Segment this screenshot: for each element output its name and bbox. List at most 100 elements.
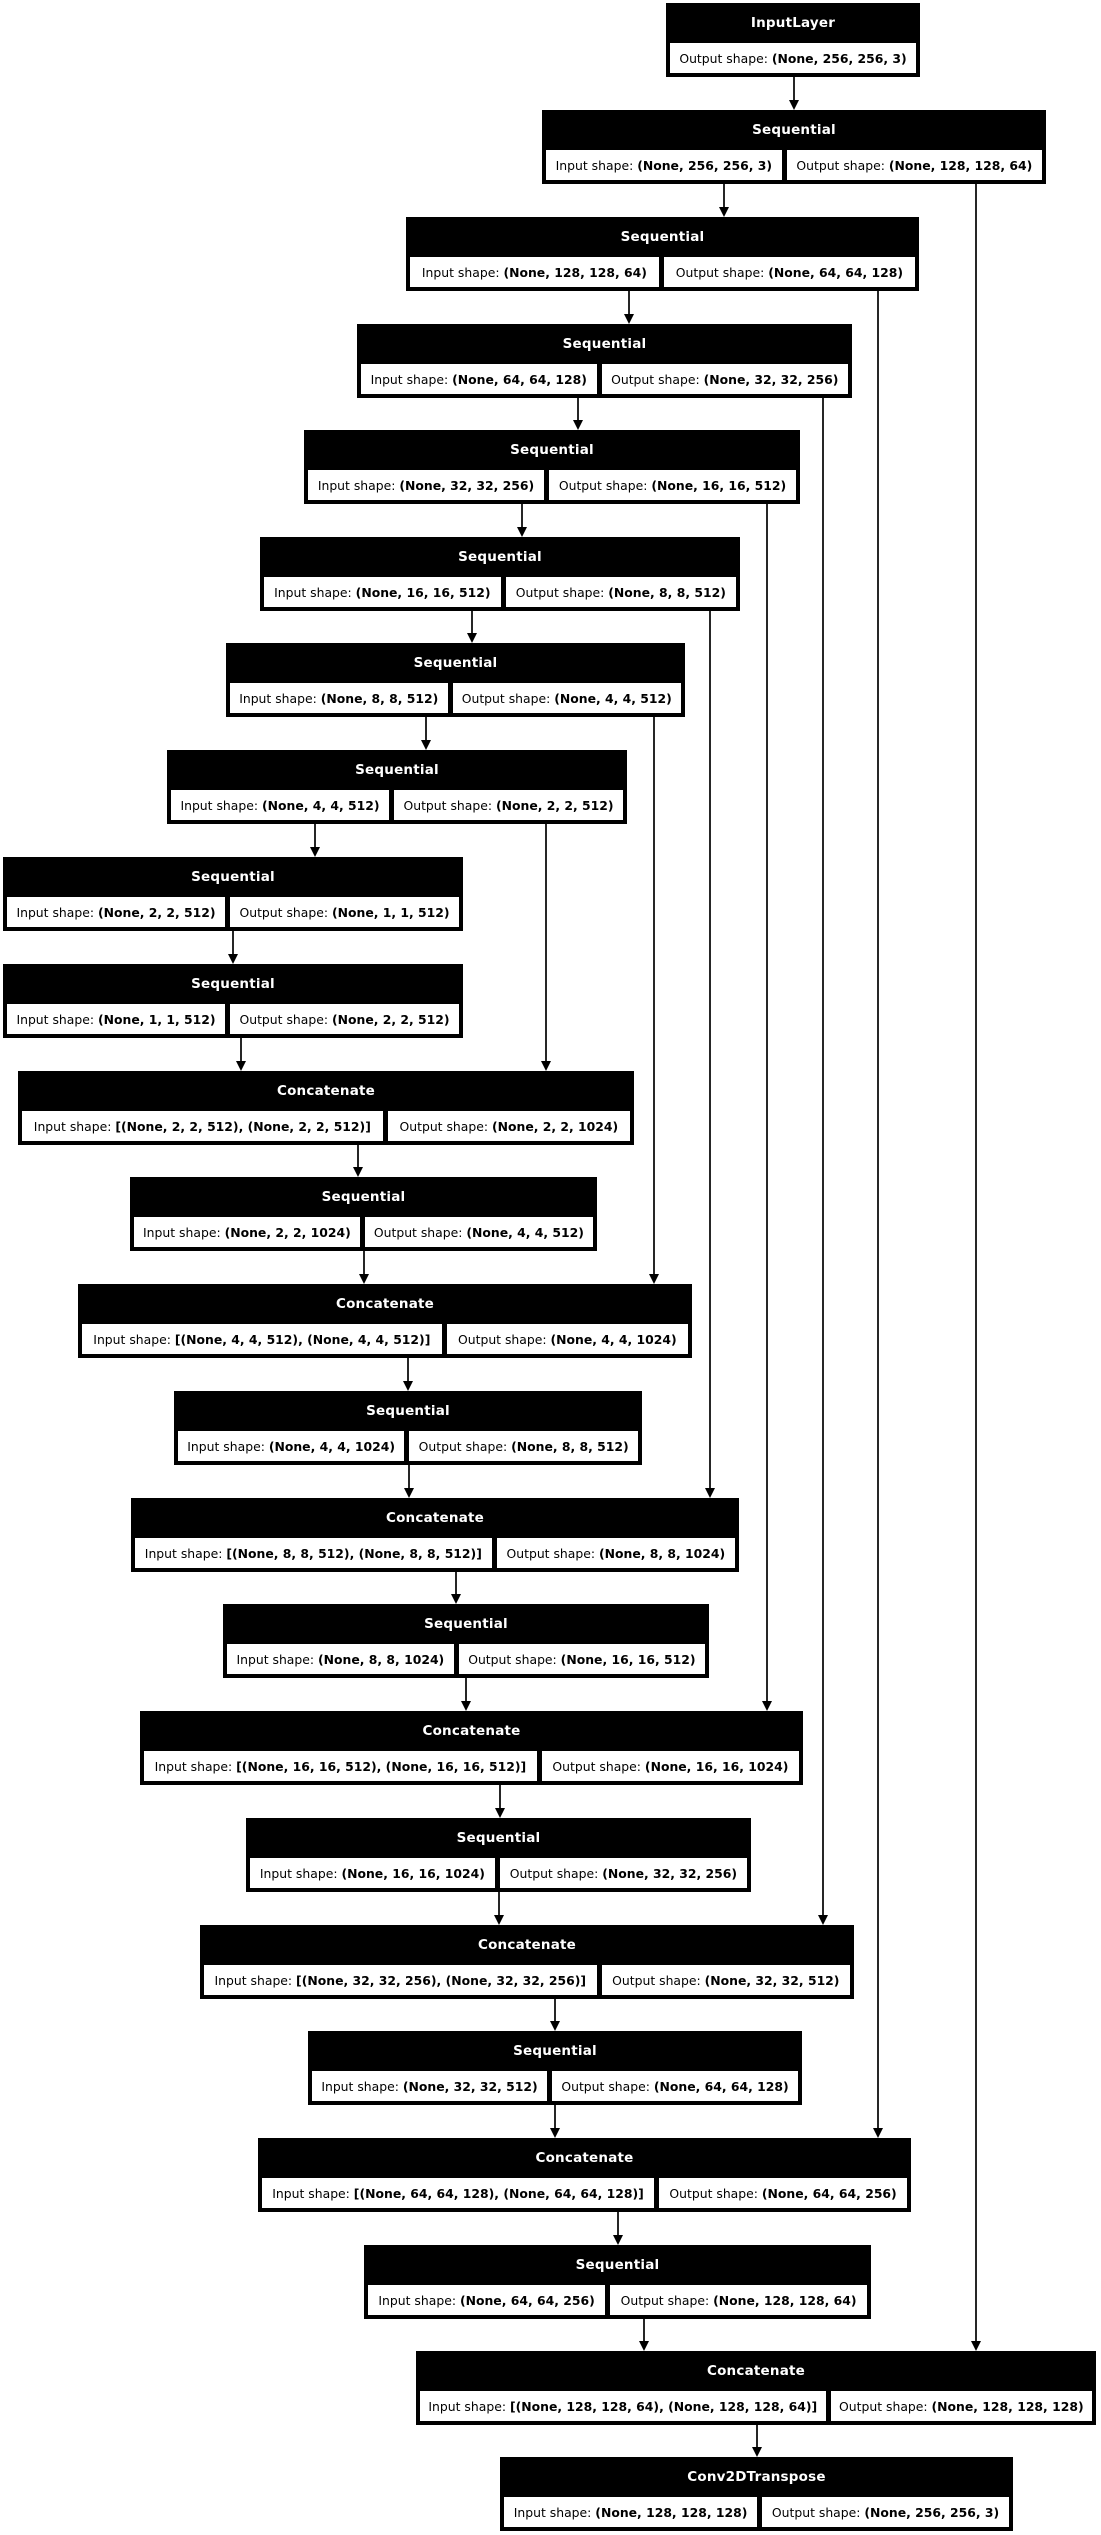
diagram-node-concatenate: Concatenate Input shape: [(None, 2, 2, 5… bbox=[18, 1071, 634, 1145]
output-shape-cell: Output shape: (None, 64, 64, 128) bbox=[551, 2070, 800, 2102]
shape-value: (None, 4, 4, 512) bbox=[554, 690, 672, 706]
layer-type-label: Sequential bbox=[562, 335, 647, 352]
edge-arrowhead bbox=[705, 1488, 715, 1498]
shape-value: (None, 64, 64, 128) bbox=[452, 371, 587, 387]
shape-value: (None, 64, 64, 256) bbox=[459, 2292, 595, 2308]
edge-arrowhead bbox=[649, 1274, 659, 1284]
output-shape-cell: Output shape: (None, 32, 32, 256) bbox=[498, 1857, 748, 1889]
layer-type-label: Sequential bbox=[191, 868, 275, 885]
shape-label-prefix: Input shape: bbox=[421, 264, 504, 280]
shape-value: [(None, 8, 8, 512), (None, 8, 8, 512)] bbox=[226, 1545, 482, 1561]
shape-label-prefix: Output shape: bbox=[239, 904, 332, 920]
shape-label-prefix: Output shape: bbox=[611, 371, 704, 387]
layer-type-label: Sequential bbox=[366, 1402, 450, 1419]
shape-label-prefix: Input shape: bbox=[143, 1224, 225, 1240]
layer-type-label: Concatenate bbox=[335, 1295, 435, 1312]
shape-label-prefix: Input shape: bbox=[187, 1438, 269, 1454]
output-shape-cell: Output shape: (None, 1, 1, 512) bbox=[229, 896, 461, 928]
diagram-node-sequential: Sequential Input shape: (None, 32, 32, 2… bbox=[304, 430, 800, 504]
shape-label-prefix: Input shape: bbox=[272, 2185, 354, 2201]
output-shape-cell: Output shape: (None, 16, 16, 512) bbox=[548, 469, 798, 501]
diagram-node-concatenate: Concatenate Input shape: [(None, 8, 8, 5… bbox=[131, 1498, 739, 1572]
shape-label-prefix: Output shape: bbox=[552, 1758, 645, 1774]
shape-value: (None, 4, 4, 512) bbox=[261, 797, 380, 813]
edge-arrowhead bbox=[550, 2021, 560, 2031]
shape-value: (None, 256, 256, 3) bbox=[637, 157, 773, 173]
edge-arrowhead bbox=[359, 1274, 369, 1284]
input-shape-cell: Input shape: (None, 16, 16, 512) bbox=[263, 576, 502, 608]
shape-label-prefix: Output shape: bbox=[403, 797, 496, 813]
layer-type-label: Sequential bbox=[191, 975, 275, 992]
shape-value: (None, 2, 2, 512) bbox=[331, 1011, 450, 1027]
shape-value: (None, 2, 2, 512) bbox=[97, 904, 216, 920]
output-shape-cell: Output shape: (None, 64, 64, 256) bbox=[658, 2177, 909, 2209]
layer-shapes-row: Input shape: (None, 32, 32, 256)Output s… bbox=[307, 469, 798, 501]
shape-label-prefix: Input shape: bbox=[555, 157, 638, 173]
output-shape-cell: Output shape: (None, 8, 8, 1024) bbox=[495, 1537, 736, 1569]
output-shape-cell: Output shape: (None, 4, 4, 1024) bbox=[445, 1323, 689, 1355]
shape-label-prefix: Output shape: bbox=[679, 50, 772, 66]
diagram-node-concatenate: Concatenate Input shape: [(None, 4, 4, 5… bbox=[78, 1284, 692, 1358]
shape-value: (None, 128, 128, 128) bbox=[595, 2504, 748, 2520]
edge-arrowhead bbox=[550, 2128, 560, 2138]
shape-value: (None, 8, 8, 512) bbox=[320, 690, 439, 706]
shape-value: [(None, 128, 128, 64), (None, 128, 128, … bbox=[509, 2398, 818, 2414]
diagram-node-sequential: Sequential Input shape: (None, 64, 64, 2… bbox=[364, 2245, 871, 2319]
edge-arrowhead bbox=[467, 633, 477, 643]
edge-arrowhead bbox=[403, 1381, 413, 1391]
input-shape-cell: Input shape: [(None, 16, 16, 512), (None… bbox=[143, 1750, 538, 1782]
input-shape-cell: Input shape: (None, 8, 8, 512) bbox=[229, 682, 449, 714]
layer-shapes-row: Input shape: (None, 16, 16, 512)Output s… bbox=[263, 576, 738, 608]
output-shape-cell: Output shape: (None, 16, 16, 1024) bbox=[540, 1750, 800, 1782]
layer-type-label: Sequential bbox=[424, 1615, 508, 1632]
shape-value: (None, 32, 32, 512) bbox=[402, 2078, 538, 2094]
layer-shapes-row: Input shape: [(None, 8, 8, 512), (None, … bbox=[134, 1537, 736, 1569]
shape-label-prefix: Output shape: bbox=[457, 1331, 551, 1347]
output-shape-cell: Output shape: (None, 16, 16, 512) bbox=[457, 1643, 707, 1675]
shape-label-prefix: Input shape: bbox=[236, 1651, 318, 1667]
shape-value: [(None, 16, 16, 512), (None, 16, 16, 512… bbox=[236, 1758, 527, 1774]
output-shape-cell: Output shape: (None, 8, 8, 512) bbox=[504, 576, 738, 608]
layer-shapes-row: Input shape: (None, 64, 64, 256)Output s… bbox=[367, 2284, 868, 2316]
layer-shapes-row: Input shape: (None, 4, 4, 512)Output sha… bbox=[170, 789, 625, 821]
layer-shapes-row: Input shape: (None, 16, 16, 1024)Output … bbox=[249, 1857, 748, 1889]
input-shape-cell: Input shape: [(None, 2, 2, 512), (None, … bbox=[21, 1110, 384, 1142]
diagram-node-sequential: Sequential Input shape: (None, 32, 32, 5… bbox=[308, 2031, 802, 2105]
shape-label-prefix: Output shape: bbox=[373, 1224, 467, 1240]
edge-arrowhead bbox=[495, 1808, 505, 1818]
shape-value: (None, 128, 128, 64) bbox=[713, 2292, 857, 2308]
diagram-node-sequential: Sequential Input shape: (None, 16, 16, 1… bbox=[246, 1818, 751, 1892]
input-shape-cell: Input shape: [(None, 8, 8, 512), (None, … bbox=[134, 1537, 493, 1569]
input-shape-cell: Input shape: (None, 128, 128, 128) bbox=[503, 2496, 759, 2528]
shape-value: (None, 1, 1, 512) bbox=[331, 904, 450, 920]
diagram-node-sequential: Sequential Input shape: (None, 64, 64, 1… bbox=[357, 324, 852, 398]
layer-shapes-row: Input shape: (None, 128, 128, 64)Output … bbox=[409, 256, 916, 288]
diagram-node-sequential: Sequential Input shape: (None, 16, 16, 5… bbox=[260, 537, 740, 611]
shape-value: [(None, 2, 2, 512), (None, 2, 2, 512)] bbox=[115, 1118, 371, 1134]
input-shape-cell: Input shape: (None, 2, 2, 1024) bbox=[133, 1216, 361, 1248]
diagram-node-sequential: Sequential Input shape: (None, 2, 2, 512… bbox=[3, 857, 463, 931]
shape-value: (None, 128, 128, 128) bbox=[931, 2398, 1084, 2414]
layer-shapes-row: Input shape: (None, 64, 64, 128)Output s… bbox=[360, 363, 850, 395]
shape-label-prefix: Input shape: bbox=[16, 1011, 98, 1027]
shape-value: (None, 64, 64, 128) bbox=[653, 2078, 789, 2094]
output-shape-cell: Output shape: (None, 32, 32, 256) bbox=[600, 363, 850, 395]
layer-shapes-row: Input shape: [(None, 128, 128, 64), (Non… bbox=[419, 2390, 1094, 2422]
output-shape-cell: Output shape: (None, 2, 2, 512) bbox=[393, 789, 625, 821]
output-shape-cell: Output shape: (None, 256, 256, 3) bbox=[669, 42, 917, 74]
edge-arrowhead bbox=[573, 420, 583, 430]
input-shape-cell: Input shape: (None, 4, 4, 512) bbox=[170, 789, 391, 821]
edge-arrowhead bbox=[494, 1915, 504, 1925]
shape-value: (None, 256, 256, 3) bbox=[771, 50, 907, 66]
shape-label-prefix: Input shape: bbox=[317, 477, 400, 493]
shape-value: [(None, 64, 64, 128), (None, 64, 64, 128… bbox=[353, 2185, 644, 2201]
shape-value: (None, 4, 4, 512) bbox=[466, 1224, 584, 1240]
layer-type-label: Sequential bbox=[752, 121, 836, 138]
shape-value: (None, 2, 2, 1024) bbox=[491, 1118, 619, 1134]
shape-value: (None, 8, 8, 1024) bbox=[318, 1651, 445, 1667]
shape-label-prefix: Output shape: bbox=[669, 2185, 762, 2201]
output-shape-cell: Output shape: (None, 256, 256, 3) bbox=[761, 2496, 1010, 2528]
shape-label-prefix: Output shape: bbox=[675, 264, 769, 280]
layer-type-label: Sequential bbox=[321, 1188, 406, 1205]
